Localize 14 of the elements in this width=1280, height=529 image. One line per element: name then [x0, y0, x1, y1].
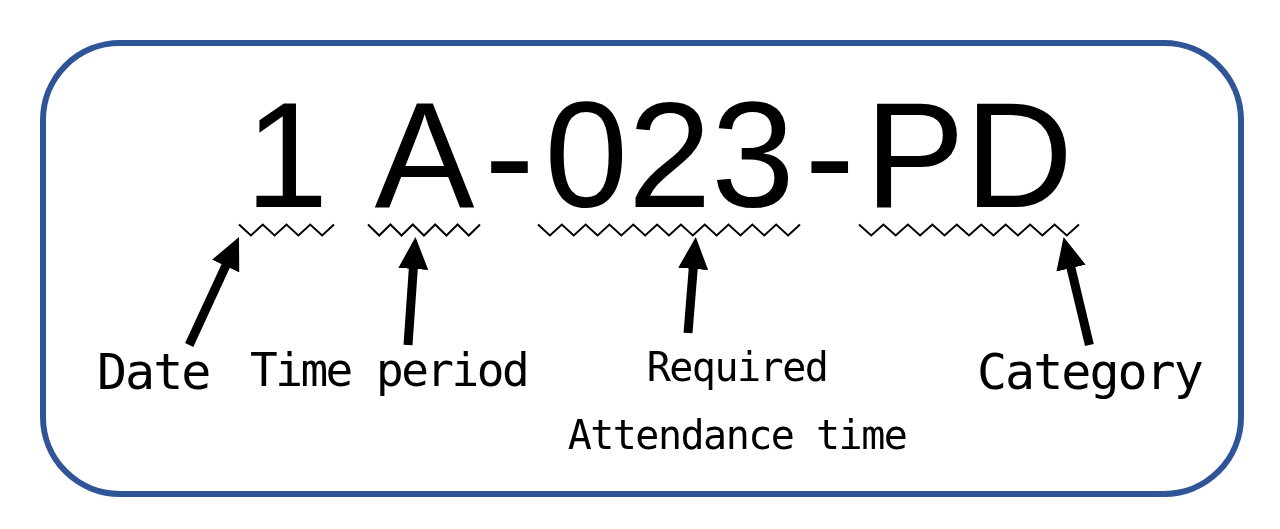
code-text: PD — [864, 95, 1074, 215]
annotation-label: Date — [97, 345, 210, 400]
hyphen: - — [803, 95, 856, 215]
rounded-frame — [40, 40, 1244, 497]
arrow — [398, 236, 429, 346]
hyphen: - — [483, 95, 536, 215]
annotation-label: Time period — [250, 345, 528, 396]
code-text: 023 — [544, 95, 795, 215]
annotation-label: Category — [977, 345, 1202, 400]
code-text: 1 — [245, 95, 329, 215]
arrow — [1056, 235, 1094, 347]
annotation-label: Required Attendance time — [562, 333, 912, 469]
arrow — [678, 236, 709, 334]
code-text: A — [374, 95, 475, 215]
